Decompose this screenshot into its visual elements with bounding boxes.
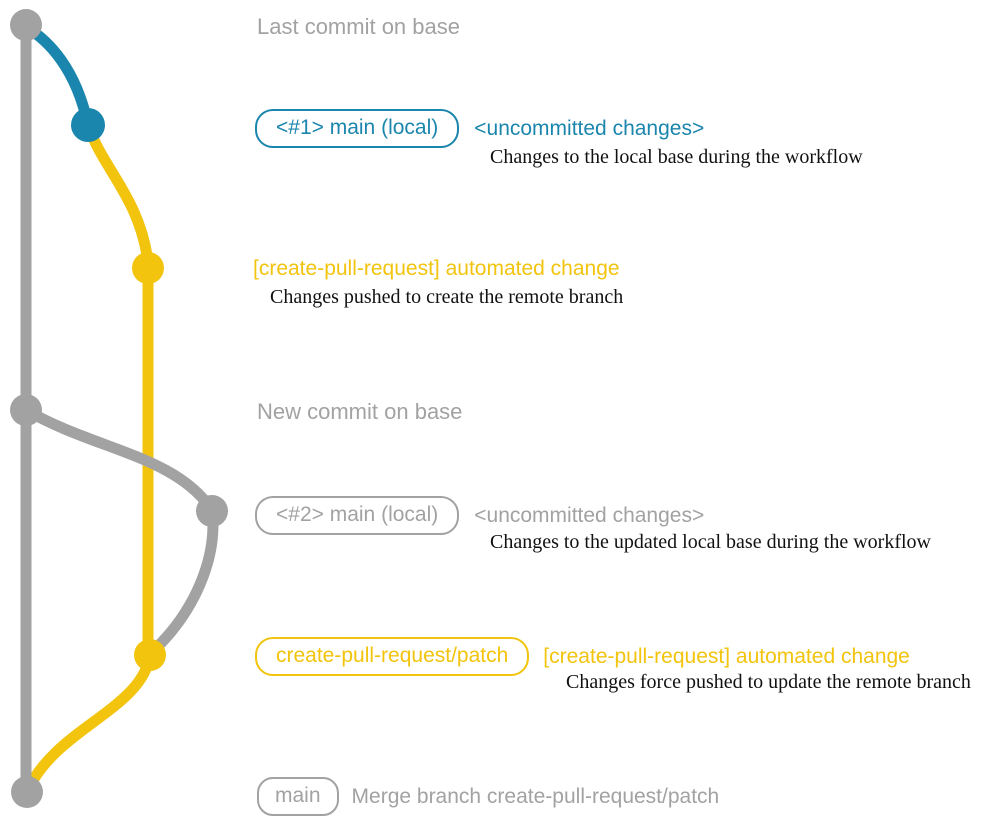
branch-badge-main: main (257, 777, 339, 816)
label-automated-change-2: [create-pull-request] automated change (543, 644, 910, 668)
branch-badge-create-pull-request-patch: create-pull-request/patch (255, 637, 530, 676)
caption-local-base-changes: Changes to the local base during the wor… (490, 146, 863, 168)
commit-dot-uncommitted-1 (71, 108, 105, 142)
caption-changes-pushed: Changes pushed to create the remote bran… (270, 286, 624, 308)
row-patch-branch: create-pull-request/patch [create-pull-r… (255, 637, 910, 676)
commit-dot-merge (11, 776, 43, 808)
row-main-local-2: <#2> main (local) <uncommitted changes> (255, 496, 704, 535)
commit-graph (10, 9, 228, 808)
commit-dot-automated-change-1 (132, 252, 164, 284)
commit-dot-automated-change-2 (134, 639, 166, 671)
row-main-local-1: <#1> main (local) <uncommitted changes> (255, 109, 704, 148)
row-merge: main Merge branch create-pull-request/pa… (257, 777, 719, 816)
branch-badge-main-local-2: <#2> main (local) (255, 496, 460, 535)
branch-merge-curve (21, 649, 156, 798)
label-new-commit-on-base: New commit on base (257, 399, 463, 424)
label-automated-change-1: [create-pull-request] automated change (253, 257, 620, 280)
commit-dot-last-base (10, 9, 42, 41)
caption-changes-force-pushed: Changes force pushed to update the remot… (566, 671, 971, 693)
status-uncommitted-changes-2: <uncommitted changes> (474, 503, 705, 527)
label-last-commit-on-base: Last commit on base (257, 14, 460, 39)
label-merge-branch: Merge branch create-pull-request/patch (351, 784, 720, 808)
commit-dot-uncommitted-2 (196, 495, 228, 527)
branch-updated-local-curve (20, 404, 219, 658)
branch-badge-main-local-1: <#1> main (local) (255, 109, 460, 148)
commit-dot-new-base (10, 394, 42, 426)
branch-local-change-curve (20, 21, 94, 131)
status-uncommitted-changes-1: <uncommitted changes> (474, 116, 705, 140)
caption-updated-local-base-changes: Changes to the updated local base during… (490, 531, 931, 553)
branch-create-pull-request-line (82, 119, 154, 661)
